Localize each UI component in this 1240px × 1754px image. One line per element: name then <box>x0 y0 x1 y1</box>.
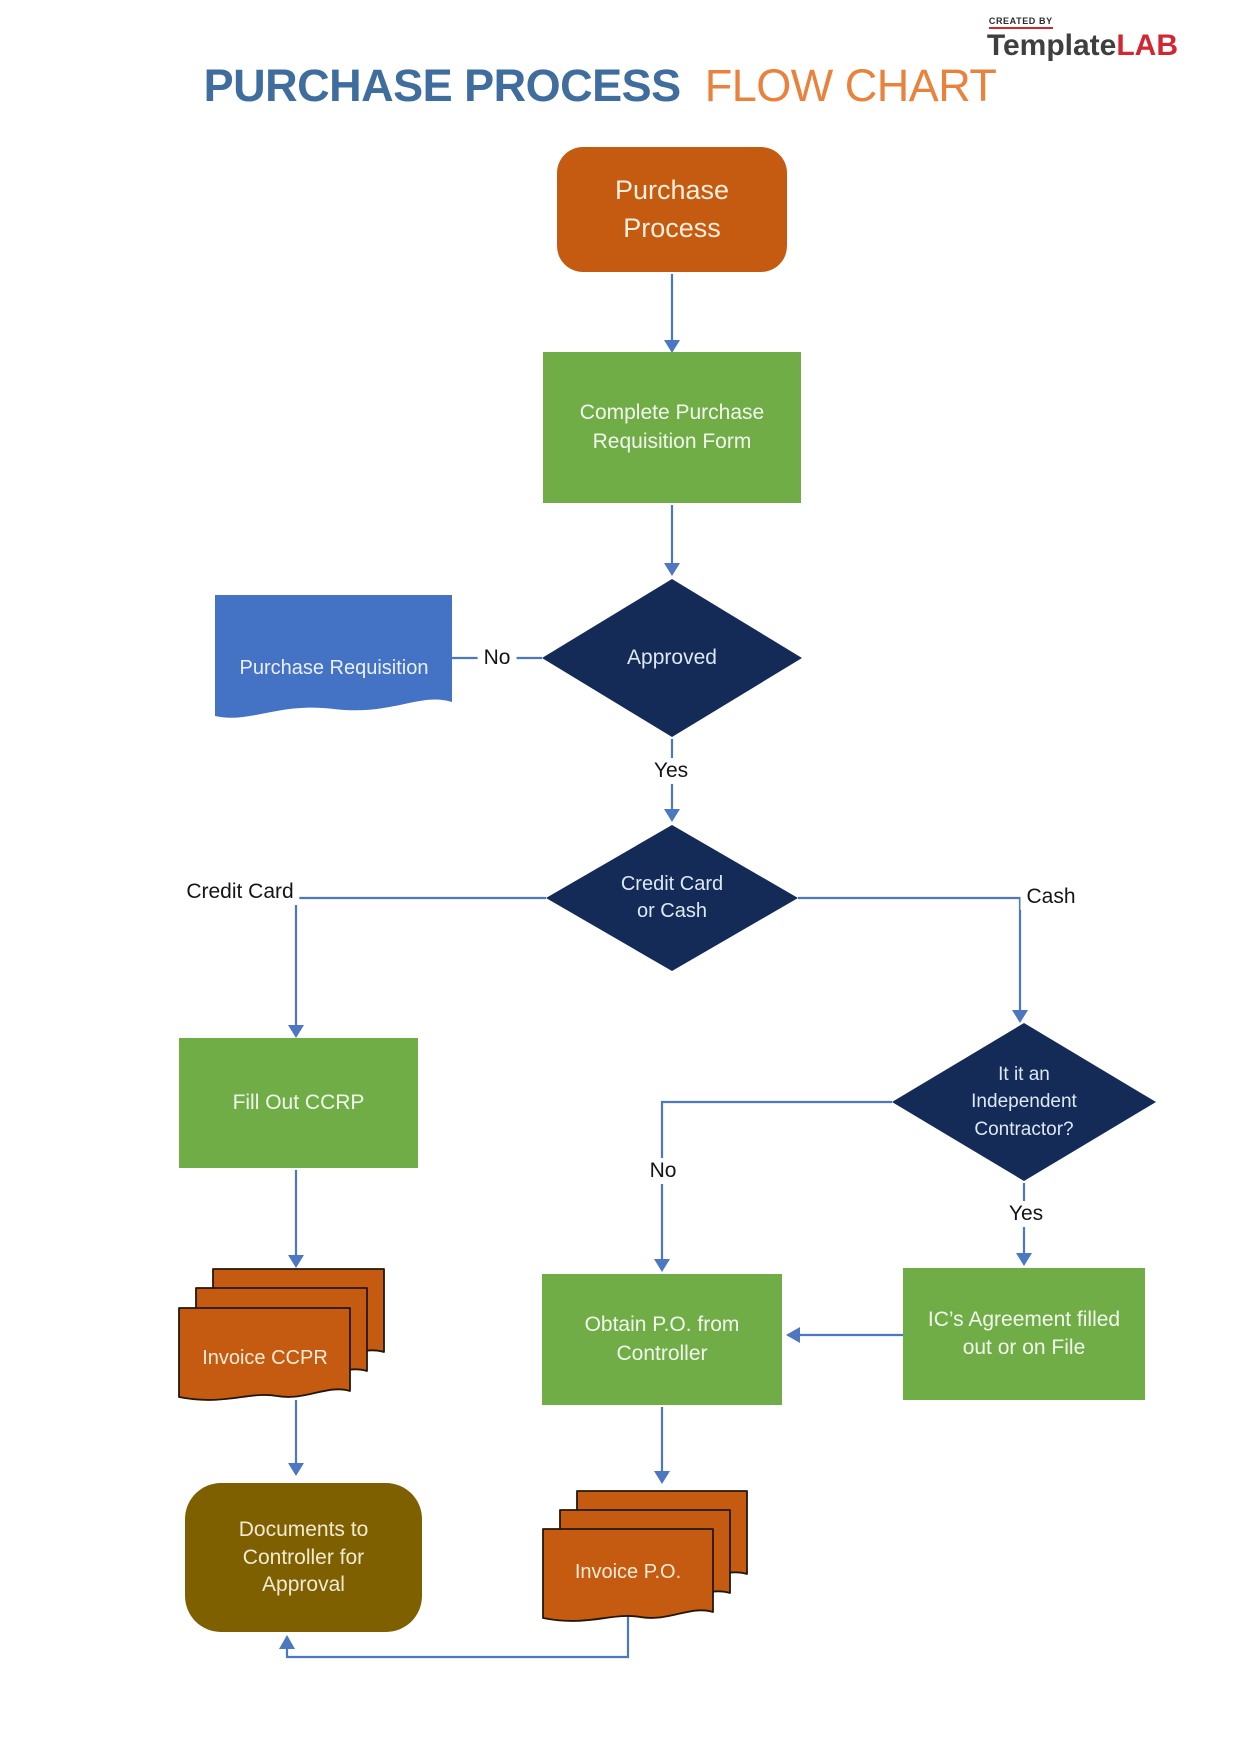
edge-label-approved-yes: Yes <box>647 758 695 784</box>
document-invoice-po-front <box>542 1528 714 1622</box>
node-ic-agreement: IC’s Agreement filled out or on File <box>903 1268 1145 1400</box>
arrowhead-down-icon <box>1012 1010 1028 1023</box>
node-complete-requisition-form: Complete Purchase Requisition Form <box>543 352 801 503</box>
title-flow-chart: FLOW CHART <box>704 60 997 111</box>
decision-credit-or-cash-shape <box>546 825 798 971</box>
document-invoice-ccpr-front <box>178 1307 351 1401</box>
logo-lab-text: LAB <box>1116 29 1178 62</box>
document-purchase-requisition-label: Purchase Requisition <box>239 656 429 679</box>
title-purchase-process: PURCHASE PROCESS <box>203 60 682 111</box>
arrowhead-down-icon <box>654 1259 670 1272</box>
connector-ic-no <box>660 1100 892 1259</box>
edge-label-cash: Cash <box>1020 884 1082 910</box>
arrowhead-down-icon <box>664 563 680 576</box>
logo-wordmark: TemplateLAB <box>987 31 1178 61</box>
document-invoice-ccpr-label: Invoice CCPR <box>202 1346 328 1369</box>
edge-label-credit-card: Credit Card <box>180 879 300 905</box>
document-purchase-requisition-shape <box>215 595 452 718</box>
arrowhead-down-icon <box>288 1463 304 1476</box>
arrowhead-down-icon <box>654 1471 670 1484</box>
document-invoice-po-label: Invoice P.O. <box>574 1560 682 1583</box>
connector-invoice-po-to-docs <box>285 1615 630 1659</box>
node-obtain-po-from-controller: Obtain P.O. from Controller <box>542 1274 782 1405</box>
arrowhead-down-icon <box>1016 1253 1032 1266</box>
decision-independent-contractor-shape <box>892 1023 1156 1181</box>
templatelab-logo: CREATED BY TemplateLAB <box>987 12 1178 61</box>
connector-cash-branch <box>798 896 1022 1010</box>
edge-label-ic-no: No <box>643 1158 683 1184</box>
arrowhead-down-icon <box>664 809 680 822</box>
edge-label-ic-yes: Yes <box>1002 1201 1050 1227</box>
decision-independent-contractor-label: It it an Independent Contractor? <box>971 1063 1077 1140</box>
logo-template-text: Template <box>986 29 1117 62</box>
arrowhead-up-icon <box>279 1635 295 1649</box>
decision-approved-label: Approved <box>627 645 717 669</box>
decision-credit-or-cash-label: Credit Card or Cash <box>620 873 724 922</box>
connector-credit-card-branch <box>294 896 546 1025</box>
node-documents-to-controller: Documents to Controller for Approval <box>185 1483 422 1632</box>
arrowhead-left-icon <box>786 1327 800 1343</box>
arrowhead-down-icon <box>664 340 680 353</box>
arrowhead-down-icon <box>288 1255 304 1268</box>
node-purchase-process: Purchase Process <box>557 147 787 272</box>
arrowhead-down-icon <box>288 1025 304 1038</box>
page-title: PURCHASE PROCESS FLOW CHART <box>0 60 1200 112</box>
edge-label-approved-no: No <box>477 645 517 671</box>
decision-approved-shape <box>542 579 802 737</box>
node-fill-out-ccrp: Fill Out CCRP <box>179 1038 418 1168</box>
logo-tagline: CREATED BY <box>988 17 1053 29</box>
